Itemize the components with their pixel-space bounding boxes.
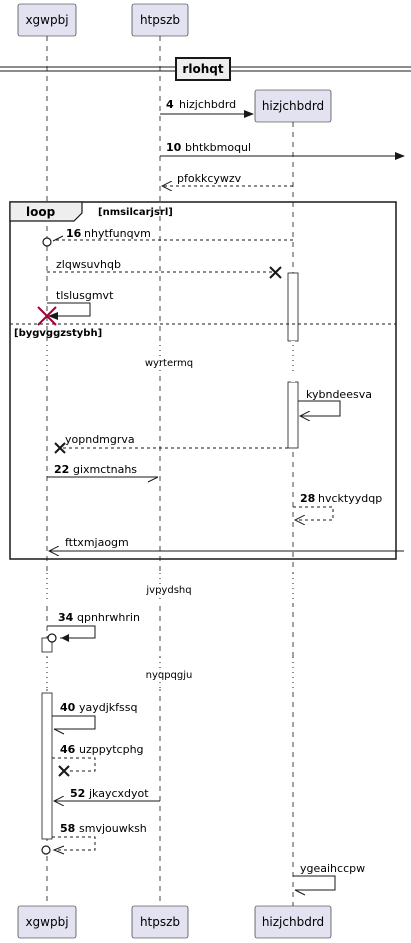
activation-bar <box>41 637 53 653</box>
svg-text:gixmctnahs: gixmctnahs <box>73 463 137 476</box>
message-22[interactable]: 22 gixmctnahs <box>47 463 159 483</box>
svg-text:16: 16 <box>66 227 82 240</box>
svg-text:ygeaihccpw: ygeaihccpw <box>300 862 365 875</box>
svg-text:fttxmjaogm: fttxmjaogm <box>65 536 129 549</box>
activation-bar <box>41 692 53 840</box>
message-34[interactable]: 34 qpnhrwhrin <box>47 611 140 643</box>
participant-label: xgwpbj <box>25 915 68 929</box>
message-52[interactable]: 52 jkaycxdyot <box>54 787 160 801</box>
svg-text:pfokkcywzv: pfokkcywzv <box>177 172 242 185</box>
svg-text:40: 40 <box>60 701 76 714</box>
svg-text:nhytfunqvm: nhytfunqvm <box>84 227 151 240</box>
delay-3: nyqpqgju <box>45 657 295 689</box>
delay-label: wyrtermq <box>145 358 193 369</box>
svg-text:qpnhrwhrin: qpnhrwhrin <box>77 611 140 624</box>
message-ygeaihccpw[interactable]: ygeaihccpw <box>293 862 365 896</box>
participant-xgwpbj-bottom[interactable]: xgwpbj <box>17 905 77 939</box>
delay-label: jvpydshq <box>145 585 191 596</box>
message-28[interactable]: 28 hvcktyydqp <box>293 492 382 520</box>
svg-text:kybndeesva: kybndeesva <box>306 388 372 401</box>
svg-text:4: 4 <box>166 98 174 111</box>
divider-rlohqt: rlohqt <box>0 57 411 81</box>
message-46[interactable]: 46 uzppytcphg <box>52 743 144 777</box>
message-zlqwsuvhqb[interactable]: zlqwsuvhqb <box>47 258 282 279</box>
participant-label: hizjchbdrd <box>262 99 324 113</box>
participant-label: xgwpbj <box>25 13 68 27</box>
message-40[interactable]: 40 yaydjkfssq <box>52 701 138 735</box>
loop-frame: loop [nmsilcarjsrl] [bygvggzstybh] <box>9 201 397 560</box>
svg-text:uzppytcphg: uzppytcphg <box>79 743 144 756</box>
activation-bar <box>287 381 299 449</box>
delay-1: wyrtermq <box>45 341 295 382</box>
message-tlslusgmvt[interactable]: tlslusgmvt <box>37 289 114 326</box>
activation-bar <box>287 272 299 342</box>
participant-hizjchbdrd-bottom[interactable]: hizjchbdrd <box>254 905 332 939</box>
svg-text:10: 10 <box>166 141 182 154</box>
svg-text:34: 34 <box>58 611 74 624</box>
svg-text:hvcktyydqp: hvcktyydqp <box>318 492 382 505</box>
svg-text:tlslusgmvt: tlslusgmvt <box>56 289 114 302</box>
svg-text:rlohqt: rlohqt <box>182 62 223 76</box>
svg-text:28: 28 <box>300 492 315 505</box>
message-fttxmjaogm[interactable]: fttxmjaogm <box>49 536 404 551</box>
participant-htpszb-bottom[interactable]: htpszb <box>131 905 189 939</box>
message-58[interactable]: 58 smvjouwksh <box>41 822 147 855</box>
svg-text:smvjouwksh: smvjouwksh <box>79 822 147 835</box>
message-kybndeesva[interactable]: kybndeesva <box>298 388 372 416</box>
destroy-x-icon <box>37 306 57 326</box>
svg-text:hizjchbdrd: hizjchbdrd <box>179 98 236 111</box>
participant-label: hizjchbdrd <box>262 915 324 929</box>
svg-text:jkaycxdyot: jkaycxdyot <box>88 787 149 800</box>
svg-text:46: 46 <box>60 743 76 756</box>
else-condition: [bygvggzstybh] <box>14 328 102 339</box>
svg-text:yaydjkfssq: yaydjkfssq <box>79 701 138 714</box>
svg-text:yopndmgrva: yopndmgrva <box>65 433 135 446</box>
svg-text:58: 58 <box>60 822 75 835</box>
message-16[interactable]: 16 nhytfunqvm <box>42 227 293 247</box>
loop-keyword: loop <box>26 205 56 219</box>
participant-xgwpbj-top[interactable]: xgwpbj <box>17 3 77 37</box>
participant-label: htpszb <box>140 13 180 27</box>
message-pfokkcywzv[interactable]: pfokkcywzv <box>162 172 293 186</box>
loop-condition: [nmsilcarjsrl] <box>98 207 173 218</box>
delay-2: jvpydshq <box>45 573 295 603</box>
svg-text:bhtkbmoqul: bhtkbmoqul <box>185 141 251 154</box>
participant-hizjchbdrd-created[interactable]: hizjchbdrd <box>254 89 332 123</box>
participant-htpszb-top[interactable]: htpszb <box>131 3 189 37</box>
message-10[interactable]: 10 bhtkbmoqul <box>160 141 405 160</box>
message-4[interactable]: 4 hizjchbdrd <box>160 98 254 118</box>
svg-text:52: 52 <box>70 787 85 800</box>
delay-label: nyqpqgju <box>146 670 193 681</box>
svg-text:zlqwsuvhqb: zlqwsuvhqb <box>56 258 121 271</box>
message-yopndmgrva[interactable]: yopndmgrva <box>54 433 288 454</box>
svg-text:22: 22 <box>54 463 69 476</box>
participant-label: htpszb <box>140 915 180 929</box>
